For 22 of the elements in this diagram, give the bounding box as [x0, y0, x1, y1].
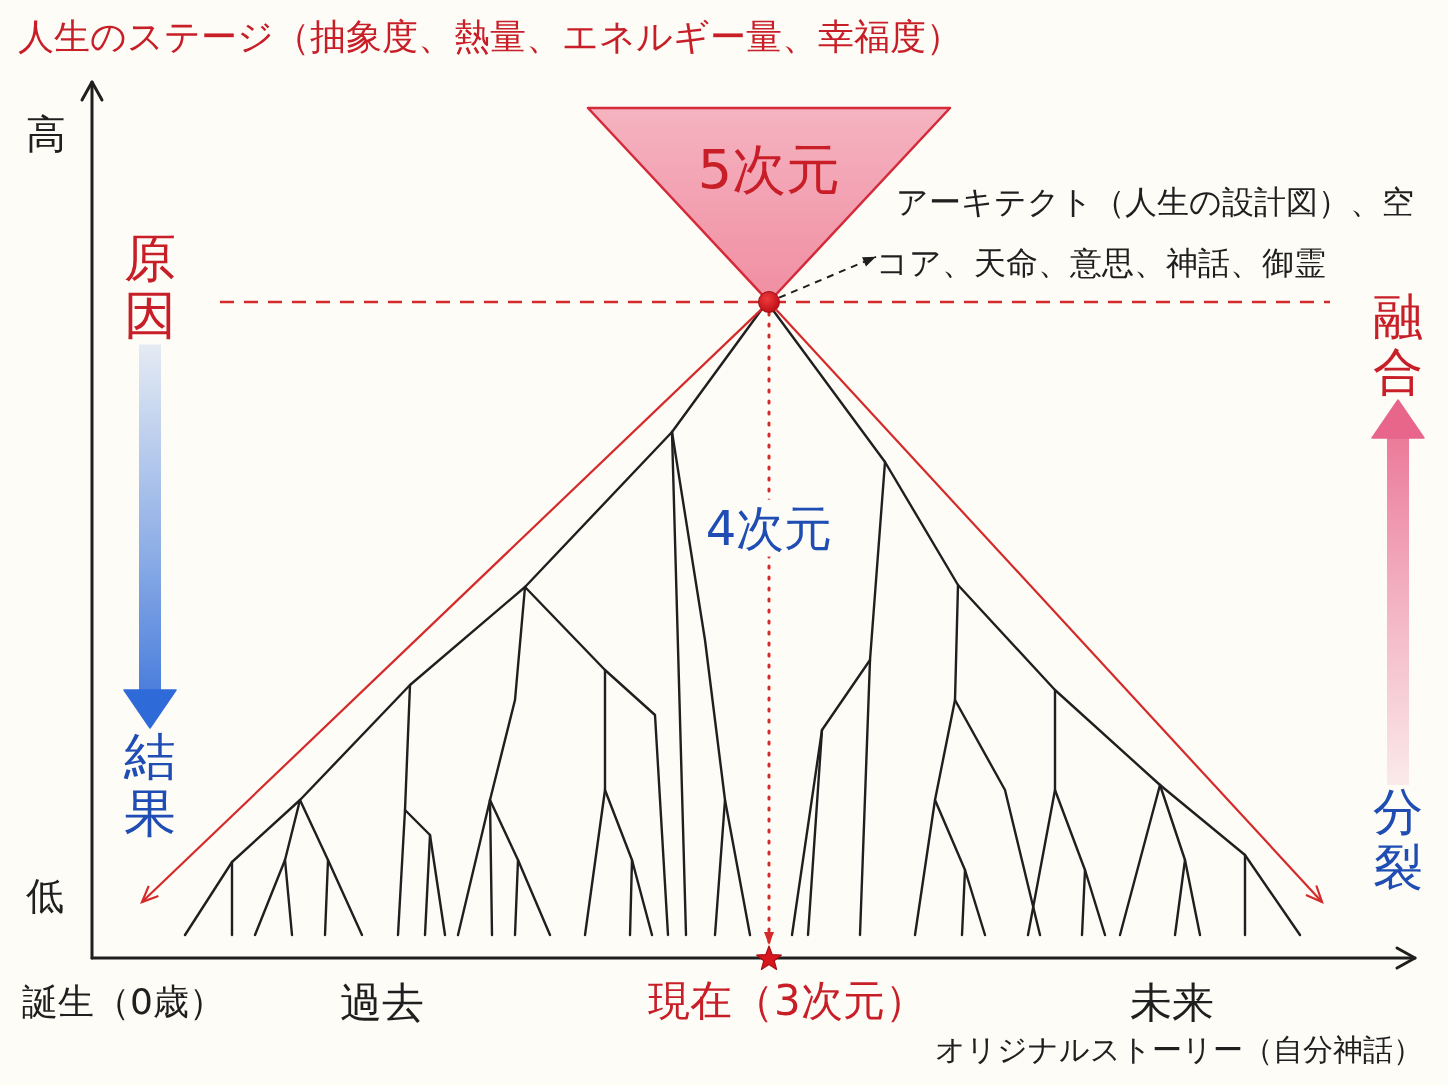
diagram-title: 人生のステージ（抽象度、熱量、エネルギー量、幸福度）: [18, 15, 962, 59]
vertical-label: 融合: [1373, 290, 1423, 400]
axis-label: 過去: [340, 978, 424, 1029]
arrow: [775, 309, 1324, 904]
annotation-text: コア、天命、意思、神話、御霊: [876, 243, 1326, 285]
axis-label: 未来: [1130, 978, 1214, 1029]
axis-label: 誕生（0歳）: [22, 980, 225, 1024]
vertical-label: 結果: [124, 728, 176, 843]
gradient-arrow: [1371, 399, 1425, 785]
vertical-label: 分裂: [1373, 785, 1423, 895]
dotted-arrow: [764, 311, 774, 947]
vertical-label: 原因: [124, 230, 176, 345]
dashed-arrow: [778, 255, 877, 299]
axis-caption: オリジナルストーリー（自分神話）: [935, 1032, 1423, 1068]
axis-label: 低: [26, 874, 64, 920]
axis-label: 高: [26, 110, 66, 158]
arrow: [140, 308, 762, 904]
triangle-label: 5次元: [697, 140, 841, 200]
star-icon: [756, 945, 782, 971]
annotation-text: アーキテクト（人生の設計図）、空: [896, 182, 1414, 223]
time-label: 現在（3次元）: [648, 976, 927, 1027]
gradient-arrow: [123, 344, 177, 729]
